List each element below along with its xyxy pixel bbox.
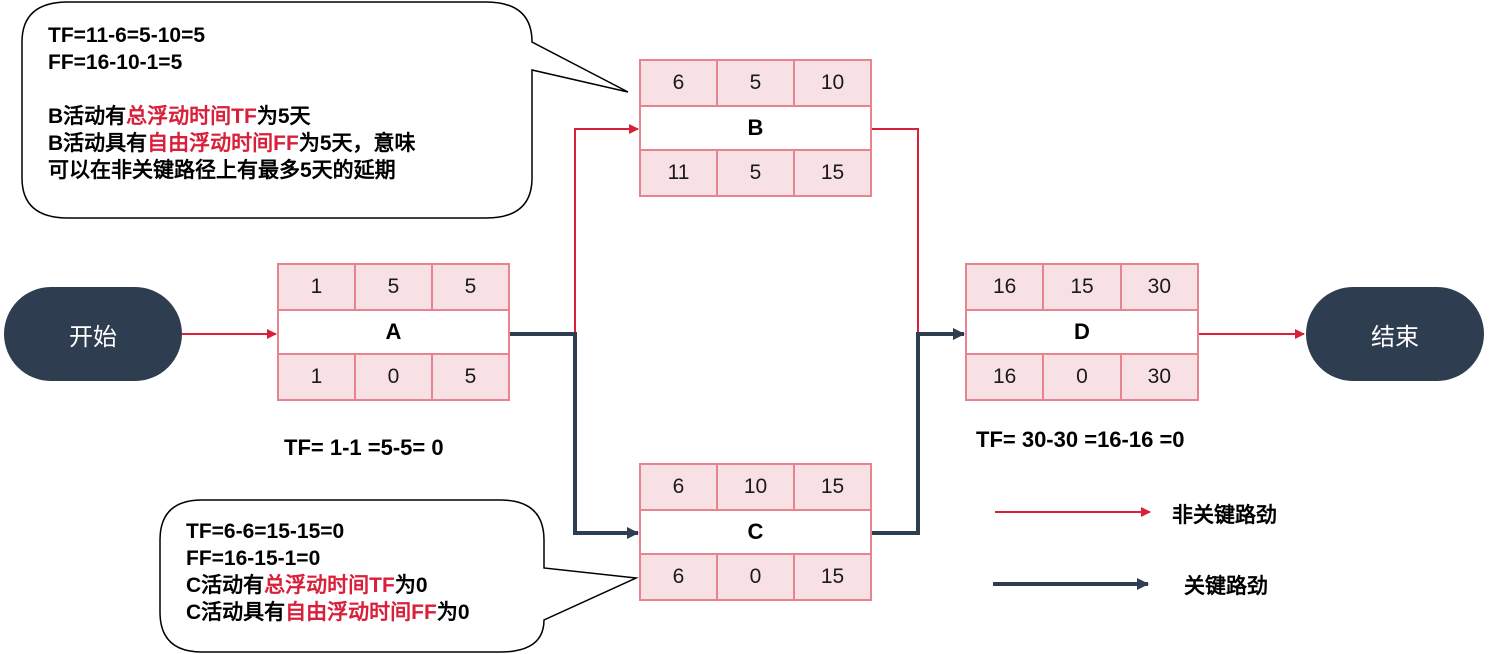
node-a-duration: 5: [354, 265, 431, 309]
node-c-duration: 10: [716, 465, 793, 509]
node-b-lf: 15: [793, 151, 870, 195]
node-d-ef: 30: [1119, 265, 1197, 309]
activity-node-b: 6 5 10 B 11 5 15: [639, 59, 872, 197]
node-a-ef: 5: [431, 265, 508, 309]
node-c-name: C: [747, 519, 764, 544]
callout-c-line-1: TF=6-6=15-15=0: [186, 520, 345, 543]
callout-b-line-1: TF=11-6=5-10=5: [48, 24, 206, 47]
node-a-lf: 5: [431, 355, 508, 399]
callout-b-line-4-post: 为5天，意味: [298, 132, 416, 155]
formula-d-total-float: TF= 30-30 =16-16 =0: [976, 427, 1185, 452]
callout-b-line-4-pre: B活动具有: [48, 132, 148, 155]
start-terminal-label: 开始: [69, 323, 117, 351]
callout-b-bubble: [21, 1, 629, 219]
callout-b-line-4: B活动具有自由浮动时间FF为5天，意味: [48, 130, 416, 157]
callout-c-line-4-pre: C活动具有: [186, 601, 286, 624]
callout-c-line-2: FF=16-15-1=0: [186, 547, 321, 570]
callout-b-line-3: B活动有总浮动时间TF为5天: [48, 103, 416, 130]
node-c-lf: 15: [793, 555, 870, 599]
callout-c-line-3-post: 为0: [394, 574, 428, 597]
callout-c-line-4: C活动具有自由浮动时间FF为0: [186, 599, 470, 626]
node-a-es: 1: [279, 265, 354, 309]
callout-c-text: TF=6-6=15-15=0 FF=16-15-1=0 C活动有总浮动时间TF为…: [186, 518, 470, 626]
callout-c-line-4-post: 为0: [436, 601, 470, 624]
callout-b-line-3-post: 为5天: [256, 105, 311, 128]
callout-c-line-4-highlight: 自由浮动时间FF: [285, 601, 437, 624]
callout-b-line-4-highlight: 自由浮动时间FF: [147, 132, 299, 155]
node-d-lf: 30: [1119, 355, 1197, 399]
node-d-float: 0: [1042, 355, 1120, 399]
start-terminal: 开始: [4, 287, 182, 381]
legend-critical-label: 关键路劲: [1184, 575, 1268, 598]
node-a-float: 0: [354, 355, 431, 399]
edge-c-d: [872, 328, 965, 535]
node-d-es: 16: [967, 265, 1043, 309]
callout-c-line-3-highlight: 总浮动时间TF: [264, 574, 395, 597]
callout-b-line-2: FF=16-10-1=5: [48, 51, 183, 74]
callout-b-line-3-highlight: 总浮动时间TF: [126, 105, 257, 128]
callout-c-line-3-pre: C活动有: [186, 574, 265, 597]
node-c-ef: 15: [793, 465, 870, 509]
callout-b-line-3-pre: B活动有: [48, 105, 127, 128]
node-d-name: D: [1074, 319, 1090, 344]
node-b-ef: 10: [793, 61, 870, 105]
node-d-duration: 15: [1042, 265, 1120, 309]
node-a-ls: 1: [279, 355, 354, 399]
node-b-float: 5: [716, 151, 793, 195]
callout-c-bubble: [159, 499, 639, 653]
end-terminal-label: 结束: [1371, 323, 1419, 351]
node-c-float: 0: [716, 555, 793, 599]
node-b-name: B: [747, 115, 764, 140]
end-terminal: 结束: [1306, 287, 1484, 381]
node-c-ls: 6: [641, 555, 716, 599]
node-c-es: 6: [641, 465, 716, 509]
edge-a-b: [574, 124, 639, 334]
activity-node-c: 6 10 15 C 6 0 15: [639, 463, 872, 601]
edge-b-d: [872, 128, 919, 334]
node-a-name: A: [385, 319, 402, 344]
legend-noncritical-label: 非关键路劲: [1172, 504, 1277, 527]
edge-a-c: [510, 332, 639, 539]
node-b-es: 6: [641, 61, 716, 105]
activity-node-d: 16 15 30 D 16 0 30: [965, 263, 1199, 401]
callout-b-spacer: [48, 76, 416, 103]
formula-a-total-float: TF= 1-1 =5-5= 0: [284, 435, 444, 460]
callout-b-text: TF=11-6=5-10=5 FF=16-10-1=5 B活动有总浮动时间TF为…: [48, 22, 416, 184]
callout-b-line-5: 可以在非关键路径上有最多5天的延期: [48, 159, 396, 182]
callout-c-line-3: C活动有总浮动时间TF为0: [186, 572, 470, 599]
node-d-ls: 16: [967, 355, 1043, 399]
activity-node-a: 1 5 5 A 1 0 5: [277, 263, 510, 401]
node-b-duration: 5: [716, 61, 793, 105]
node-b-ls: 11: [641, 151, 716, 195]
